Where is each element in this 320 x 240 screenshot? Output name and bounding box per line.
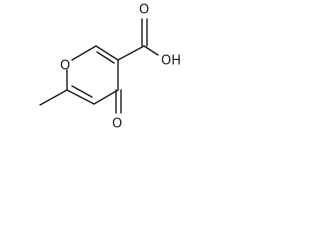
- bond-c2-c3: [95, 45, 119, 61]
- bond-c4-c5: [93, 89, 119, 105]
- atom-ring-oxygen: O: [60, 59, 70, 74]
- chemical-structure-diagram: O O O OH: [39, 3, 181, 132]
- atom-carboxyl-oxygen: O: [139, 3, 149, 18]
- bond-c5-c6: [66, 89, 95, 105]
- bond-c6-methyl: [39, 89, 68, 106]
- bond-c3-carboxyl-c: [117, 45, 145, 61]
- bond-carboxyl-c-oh: [143, 45, 159, 56]
- bond-c2-c3-double: [96, 51, 115, 64]
- atom-keto-oxygen: O: [112, 117, 122, 132]
- bond-c5-c6-double: [71, 85, 93, 98]
- bond-ring-o-c2: [71, 45, 97, 61]
- atom-hydroxyl: OH: [161, 54, 181, 69]
